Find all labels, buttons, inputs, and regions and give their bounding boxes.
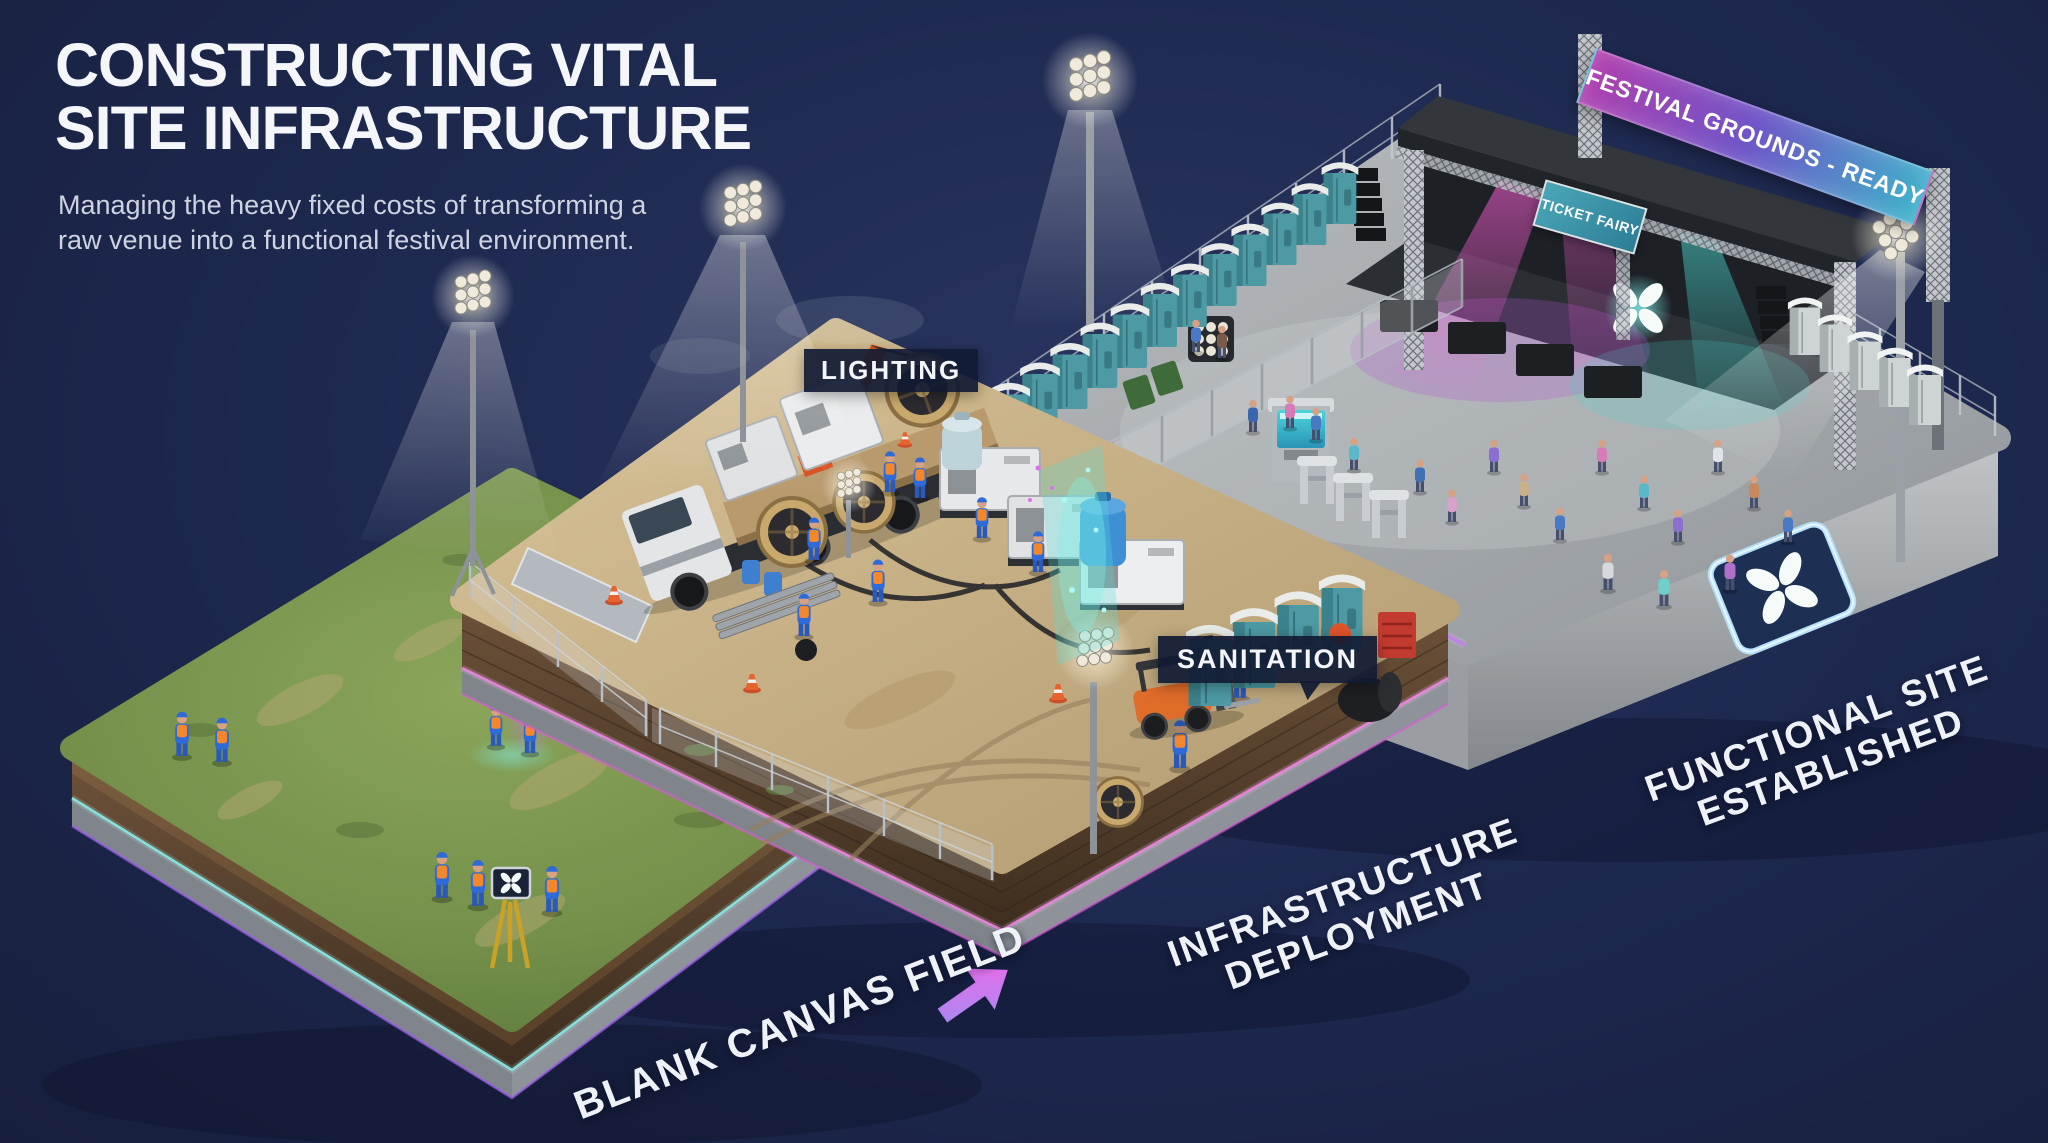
water-tank xyxy=(942,412,982,470)
title-line-1: CONSTRUCTING VITAL xyxy=(55,31,718,99)
turnstiles xyxy=(1297,456,1409,538)
water-tank-blue xyxy=(1080,492,1126,566)
subtitle-line-1: Managing the heavy fixed costs of transf… xyxy=(58,190,647,220)
page-title: CONSTRUCTING VITAL SITE INFRASTRUCTURE xyxy=(55,31,752,162)
infrastructure-platform xyxy=(360,162,1460,958)
flood-light-tower-b xyxy=(600,162,880,500)
loading-ramp xyxy=(510,546,654,644)
floodlight-head-icon xyxy=(1041,31,1139,130)
speaker-array-right xyxy=(1756,286,1792,344)
blue-barrels xyxy=(742,560,782,596)
page-subtitle: Managing the heavy fixed costs of transf… xyxy=(58,188,646,257)
lighting-callout: LIGHTING xyxy=(804,349,979,392)
transition-energy-effect xyxy=(1028,445,1120,665)
stage-subwoofers xyxy=(1380,300,1642,398)
flood-light-tower-top xyxy=(1010,31,1180,332)
floodlight-head-icon xyxy=(430,253,516,339)
cable-roller xyxy=(1338,672,1402,722)
tool-cart xyxy=(1378,612,1416,658)
steel-beam-stack xyxy=(712,572,841,640)
construction-fence xyxy=(468,561,994,882)
flood-light-tower-sanitation xyxy=(1050,606,1140,854)
waste-bins xyxy=(1122,360,1184,410)
cable-reel-icon xyxy=(1092,776,1144,828)
flood-light-small xyxy=(820,457,878,558)
title-line-2: SITE INFRASTRUCTURE xyxy=(55,93,752,162)
survey-tripod xyxy=(489,866,532,969)
tire xyxy=(795,639,817,661)
stage-light-beam-magenta xyxy=(1395,180,1545,400)
survey-tripod-crew xyxy=(431,851,563,969)
floodlight-head-icon xyxy=(820,457,878,514)
venue-logo-plate xyxy=(1707,521,1857,655)
flood-light-tower-a xyxy=(360,253,560,597)
subtitle-line-2: raw venue into a functional festival env… xyxy=(58,224,635,255)
sanitation-callout: SANITATION xyxy=(1158,636,1377,683)
stage-truss-column-left xyxy=(1404,150,1424,370)
floodlight-head-icon xyxy=(698,162,788,253)
transition-arrow xyxy=(937,968,1008,1023)
